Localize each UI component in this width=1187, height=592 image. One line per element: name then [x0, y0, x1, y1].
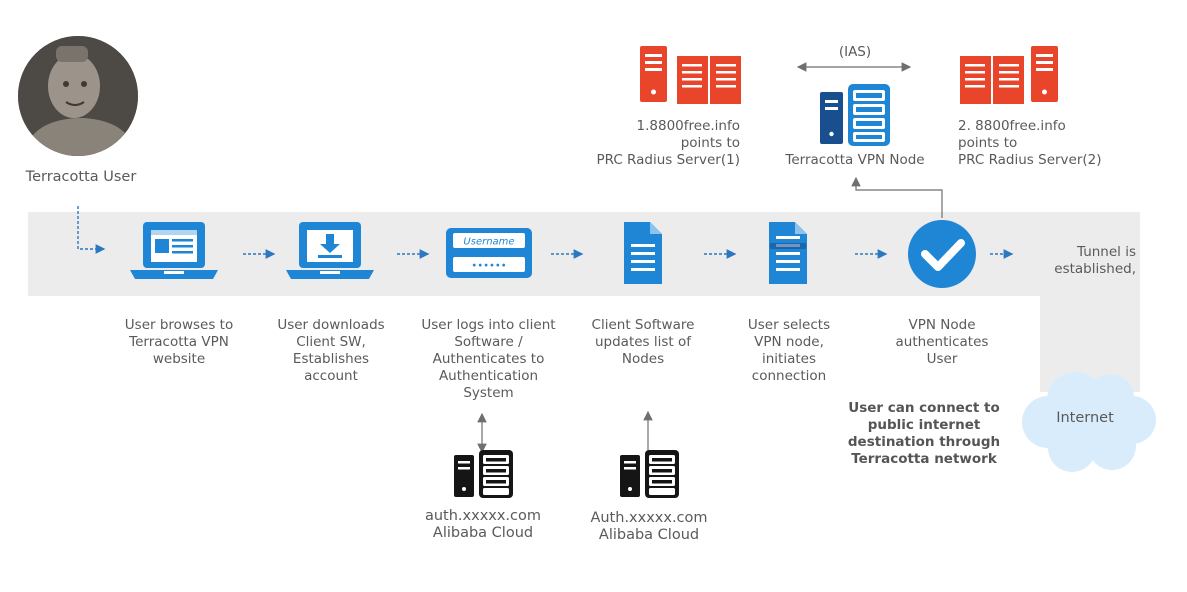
arrow-user-to-browse [77, 206, 106, 254]
nodes-server-line1: Auth.xxxxx.com [590, 510, 708, 526]
radius-server-1-icon [640, 46, 667, 102]
vpn-node-server-icon [820, 84, 890, 146]
step-3-label: User logs into client Software / Authent… [421, 317, 556, 401]
radius-server-2-icon [1031, 46, 1058, 102]
laptop-download-icon [286, 222, 374, 279]
laptop-browser-icon [130, 222, 218, 279]
auth-server-line1: auth.xxxxx.com [424, 508, 542, 524]
flow-band-drop [1040, 212, 1140, 392]
radius-2-line3: PRC Radius Server(2) [958, 152, 1102, 168]
login-password-text: •••••• [471, 261, 506, 272]
nodes-server-icon [620, 450, 679, 498]
book-icon-2 [960, 56, 1024, 104]
internet-cloud-icon [1022, 372, 1156, 472]
login-form-icon: Username •••••• [446, 228, 532, 278]
auth-server-line2: Alibaba Cloud [432, 525, 534, 541]
login-username-text: Username [463, 237, 514, 248]
check-circle-icon [908, 220, 976, 288]
internet-label: Internet [1056, 410, 1114, 426]
tunnel-label: Tunnel is established, [1054, 244, 1136, 277]
auth-server-icon [454, 450, 513, 498]
radius-1-line2: points to [680, 135, 740, 151]
node-list-document-icon [624, 222, 662, 284]
step-2-label: User downloads Client SW, Establishes ac… [277, 317, 385, 384]
radius-2-line1: 2. 8800free.info [958, 118, 1066, 134]
ias-label: (IAS) [838, 44, 872, 60]
node-select-document-icon [769, 222, 807, 284]
nodes-server-line2: Alibaba Cloud [598, 527, 700, 543]
radius-2-line2: points to [958, 135, 1018, 151]
vpn-node-label: Terracotta VPN Node [785, 152, 925, 168]
radius-1-line1: 1.8800free.info [636, 118, 740, 134]
book-icon-1 [677, 56, 741, 104]
radius-1-line3: PRC Radius Server(1) [596, 152, 740, 168]
user-avatar [18, 36, 138, 156]
user-label: Terracotta User [25, 169, 137, 185]
arrow-check-to-vpn-node [851, 176, 943, 218]
step-6-label: VPN Node authenticates User [895, 317, 989, 367]
internet-note: User can connect to public internet dest… [847, 400, 1001, 467]
step-1-label: User browses to Terracotta VPN website [124, 317, 234, 367]
step-4-label: Client Software updates list of Nodes [591, 317, 695, 367]
step-5-label: User selects VPN node, initiates connect… [747, 317, 831, 384]
